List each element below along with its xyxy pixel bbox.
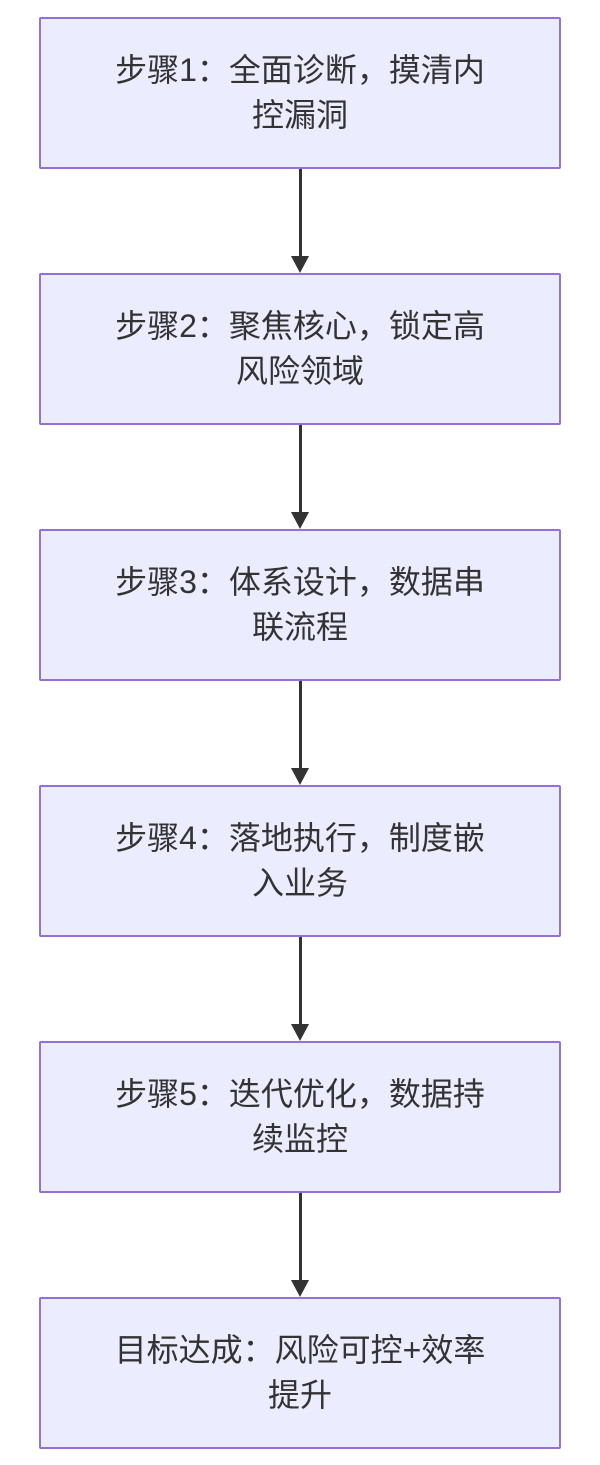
flow-connector-3-4 — [291, 681, 309, 785]
flow-node-step5-label: 步骤5：迭代优化，数据持续监控 — [115, 1076, 485, 1157]
arrow-down-icon — [291, 256, 309, 273]
flow-node-step4: 步骤4：落地执行，制度嵌入业务 — [39, 785, 561, 937]
flow-node-step2-label: 步骤2：聚焦核心，锁定高风险领域 — [115, 308, 485, 389]
flow-connector-2-3 — [291, 425, 309, 529]
flow-node-step1-label: 步骤1：全面诊断，摸清内控漏洞 — [115, 52, 485, 133]
arrow-line — [298, 169, 302, 257]
arrow-down-icon — [291, 1024, 309, 1041]
flow-node-step3-label: 步骤3：体系设计，数据串联流程 — [115, 564, 485, 645]
flow-node-step4-label: 步骤4：落地执行，制度嵌入业务 — [115, 820, 485, 901]
arrow-line — [298, 425, 302, 513]
flow-connector-5-goal — [291, 1193, 309, 1297]
flow-node-goal: 目标达成：风险可控+效率提升 — [39, 1297, 561, 1449]
arrow-line — [298, 937, 302, 1025]
flow-node-step5: 步骤5：迭代优化，数据持续监控 — [39, 1041, 561, 1193]
arrow-down-icon — [291, 1280, 309, 1297]
arrow-line — [298, 1193, 302, 1281]
arrow-down-icon — [291, 512, 309, 529]
flow-node-step1: 步骤1：全面诊断，摸清内控漏洞 — [39, 17, 561, 169]
flow-node-step2: 步骤2：聚焦核心，锁定高风险领域 — [39, 273, 561, 425]
flow-node-goal-label: 目标达成：风险可控+效率提升 — [114, 1332, 486, 1413]
flow-connector-4-5 — [291, 937, 309, 1041]
flow-connector-1-2 — [291, 169, 309, 273]
arrow-down-icon — [291, 768, 309, 785]
arrow-line — [298, 681, 302, 769]
flow-node-step3: 步骤3：体系设计，数据串联流程 — [39, 529, 561, 681]
